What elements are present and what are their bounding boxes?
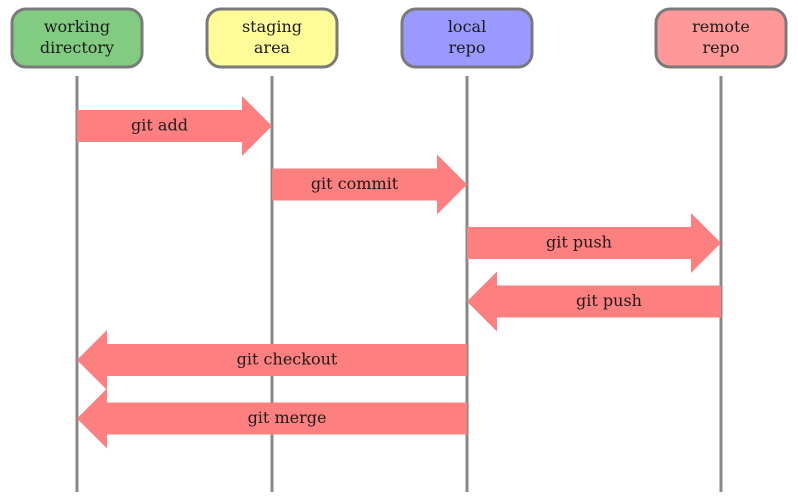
repository-boxes: workingdirectorystagingarealocalreporemo… — [10, 7, 788, 69]
repo-label-line: remote — [692, 17, 750, 36]
repo-label-line: repo — [449, 38, 486, 57]
operation-arrow: git merge — [77, 388, 467, 449]
repo-box-shape — [400, 7, 534, 69]
operation-label: git checkout — [237, 350, 338, 369]
operation-label: git push — [576, 291, 642, 310]
operation-arrow: git add — [77, 96, 272, 156]
arrow-shape — [77, 330, 467, 390]
repo-box-shape — [10, 7, 144, 69]
repo-box-shape — [654, 7, 788, 69]
arrow-shape — [467, 271, 721, 332]
operation-arrows: git add git commit git push git push git che… — [77, 96, 721, 449]
operation-label: git commit — [311, 174, 399, 193]
repo-label-line: staging — [242, 17, 302, 36]
repo-label-line: local — [448, 17, 486, 36]
repo-label-line: directory — [40, 38, 114, 57]
operation-arrow: git commit — [272, 154, 467, 215]
arrow-shape — [467, 213, 721, 273]
operation-arrow: git push — [467, 213, 721, 273]
arrow-shape — [272, 154, 467, 215]
repo-box-staging: staging area — [205, 7, 339, 69]
repo-label-line: repo — [703, 38, 740, 57]
arrow-shape — [77, 96, 272, 156]
repo-label-line: working — [44, 17, 110, 36]
repo-box-working: working directory — [10, 7, 144, 69]
operation-arrow: git checkout — [77, 330, 467, 390]
repo-label-line: area — [254, 38, 291, 57]
repo-box-remote: remote repo — [654, 7, 788, 69]
operation-label: git merge — [248, 408, 327, 427]
operation-label: git push — [546, 233, 612, 252]
arrow-shape — [77, 388, 467, 449]
operation-label: git add — [131, 116, 188, 135]
repo-box-shape — [205, 7, 339, 69]
repo-box-local: local repo — [400, 7, 534, 69]
operation-arrow: git push — [467, 271, 721, 332]
